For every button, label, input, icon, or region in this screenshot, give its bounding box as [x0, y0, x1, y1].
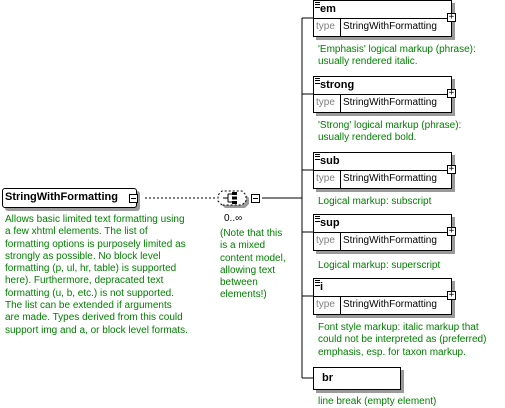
element-i-expand-button[interactable]: + — [447, 290, 456, 300]
choice-note: (Note that this is a mixed content model… — [220, 228, 286, 301]
element-i-box[interactable]: i type StringWithFormatting — [313, 278, 452, 315]
element-sub-name: sub — [320, 155, 340, 167]
element-strong-documentation: 'Strong' logical markup (phrase): usuall… — [318, 120, 462, 144]
type-label: type — [316, 21, 335, 32]
element-strong-box[interactable]: strong type StringWithFormatting — [313, 76, 452, 113]
element-corner-icon — [315, 280, 320, 286]
element-sub-type: StringWithFormatting — [343, 173, 437, 184]
type-label: type — [316, 235, 335, 246]
element-strong-expand-button[interactable]: + — [447, 88, 456, 98]
element-corner-icon — [315, 2, 320, 8]
element-em-type: StringWithFormatting — [343, 21, 437, 32]
element-corner-icon — [315, 78, 320, 84]
element-i-name: i — [320, 281, 324, 293]
type-label: type — [316, 173, 335, 184]
element-sub-expand-button[interactable]: + — [447, 164, 456, 174]
type-label: type — [316, 299, 335, 310]
element-br-documentation: line break (empty element) — [318, 396, 437, 407]
root-collapse-button[interactable] — [129, 194, 138, 203]
element-sup-name: sup — [320, 217, 340, 229]
element-i-type: StringWithFormatting — [343, 299, 437, 310]
element-em-name: em — [320, 3, 336, 15]
choice-compositor-icon — [217, 190, 249, 208]
element-corner-icon — [315, 154, 320, 160]
element-sub-box[interactable]: sub type StringWithFormatting — [313, 152, 452, 189]
element-sup-type: StringWithFormatting — [343, 235, 437, 246]
type-label: type — [316, 97, 335, 108]
root-documentation: Allows basic limited text formatting usi… — [5, 214, 188, 336]
element-strong-type: StringWithFormatting — [343, 97, 437, 108]
element-corner-icon — [315, 216, 320, 222]
element-em-expand-button[interactable]: + — [447, 12, 456, 22]
element-sub-documentation: Logical markup: subscript — [318, 196, 432, 207]
element-sup-expand-button[interactable]: + — [447, 226, 456, 236]
choice-collapse-button[interactable] — [251, 194, 260, 203]
element-strong-name: strong — [320, 79, 355, 91]
element-em-documentation: 'Emphasis' logical markup (phrase): usua… — [318, 44, 476, 68]
element-i-documentation: Font style markup: italic markup that co… — [318, 322, 487, 358]
choice-cardinality: 0..∞ — [224, 213, 243, 224]
element-sup-documentation: Logical markup: superscript — [318, 260, 441, 271]
element-br-box[interactable]: br — [313, 367, 401, 390]
element-br-name: br — [322, 372, 333, 384]
element-em-box[interactable]: em type StringWithFormatting — [313, 0, 452, 37]
root-element-name: StringWithFormatting — [5, 191, 118, 203]
element-sup-box[interactable]: sup type StringWithFormatting — [313, 214, 452, 251]
